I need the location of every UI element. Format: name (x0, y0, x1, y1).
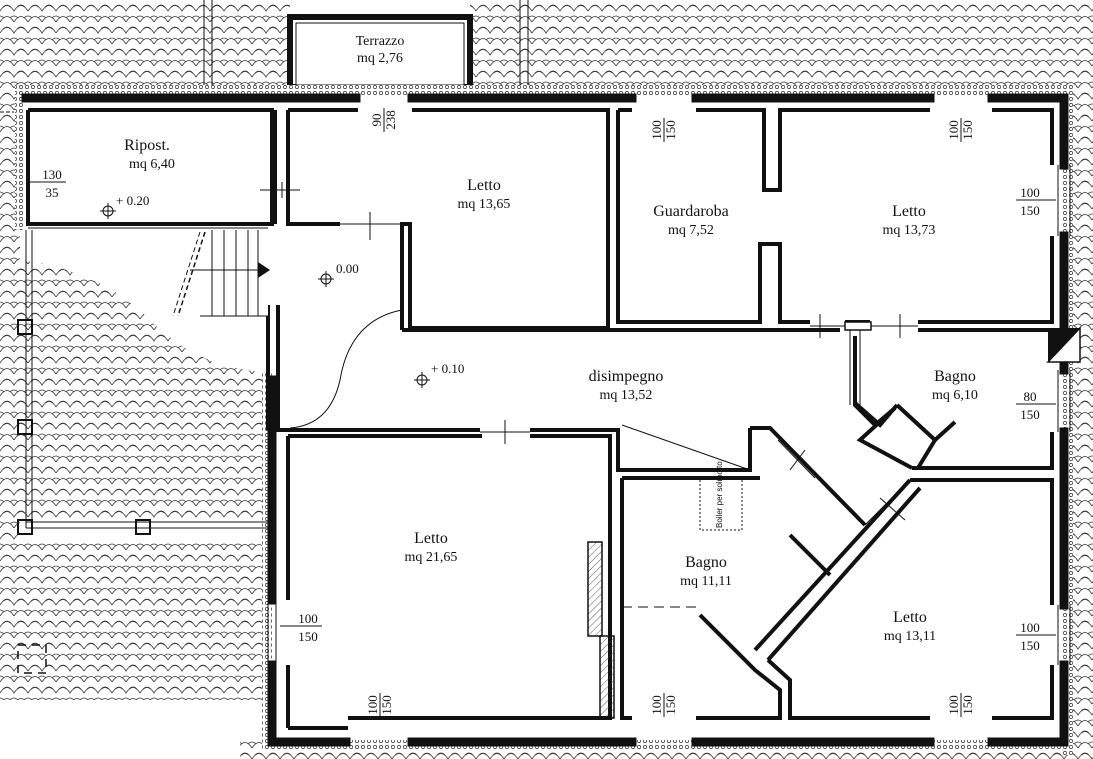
room-area-letto2: mq 13,73 (883, 223, 936, 238)
dim-letto2-right-b: 150 (1020, 203, 1040, 218)
bagno-diagonals (853, 401, 957, 470)
dim-letto4-right-a: 100 (1020, 620, 1040, 635)
level-stair: 0.00 (336, 261, 359, 276)
dim-letto4-right: 100 150 (1016, 620, 1056, 653)
room-name-bagno1: Bagno (934, 368, 976, 385)
dim-letto4-bottom-b: 150 (960, 695, 975, 715)
dim-letto4-right-b: 150 (1020, 638, 1040, 653)
dim-ripost-left-b: 35 (46, 185, 59, 200)
door-marks (260, 182, 918, 608)
dim-ripost-left-a: 130 (42, 167, 62, 182)
dim-bagno1-right-a: 80 (1024, 389, 1037, 404)
dim-letto3-left-a: 100 (298, 611, 318, 626)
boiler: Boiler per solmotto (699, 461, 743, 531)
room-area-terrazzo: mq 2,76 (357, 51, 403, 66)
door-swing (289, 309, 403, 429)
balcony-rail (17, 230, 268, 674)
dim-letto2-top-b: 150 (960, 120, 975, 140)
room-area-ripost: mq 6,40 (129, 157, 175, 172)
dim-bagno2-bottom: 100 150 (649, 693, 678, 717)
dim-letto3-left-b: 150 (298, 629, 318, 644)
room-name-letto4: Letto (893, 609, 927, 626)
level-marker-ripost: + 0.20 (100, 193, 149, 219)
room-name-letto1: Letto (467, 177, 501, 194)
dim-letto2-right: 100 150 (1016, 185, 1056, 218)
hatched-column (587, 541, 603, 637)
room-area-guardaroba: mq 7,52 (668, 223, 714, 238)
dim-ripost-left: 130 35 (30, 167, 66, 200)
walls (21, 93, 1069, 747)
dim-letto4-bottom-a: 100 (946, 695, 961, 715)
dim-letto3-bottom-b: 150 (379, 695, 394, 715)
room-name-terrazzo: Terrazzo (356, 34, 405, 49)
dim-bagno1-right: 80 150 (1016, 389, 1056, 422)
right-windows (0, 111, 1071, 665)
room-area-bagno1: mq 6,10 (932, 388, 978, 403)
room-name-bagno2: Bagno (685, 554, 727, 571)
dim-terrazzo-top: 90 (369, 114, 384, 127)
dim-letto4-bottom: 100 150 (946, 693, 975, 717)
hatched-column-2 (599, 635, 615, 719)
room-area-letto4: mq 13,11 (884, 629, 936, 644)
room-area-letto1: mq 13,65 (458, 197, 511, 212)
dim-bagno2-bottom-b: 150 (663, 695, 678, 715)
outer-wall-band (15, 85, 1073, 755)
dim-letto1-top-b: 150 (663, 120, 678, 140)
level-marker-disimpegno: + 0.10 (414, 361, 464, 388)
dim-letto2-top: 100 150 (946, 118, 975, 142)
staircase (28, 227, 270, 317)
dim-terrazzo-door: 90 238 (369, 108, 398, 132)
room-name-guardaroba: Guardaroba (653, 203, 729, 220)
upper-rails (203, 0, 529, 90)
dim-terrazzo-bottom: 238 (383, 110, 398, 130)
room-name-letto3: Letto (414, 530, 448, 547)
dim-bagno2-bottom-a: 100 (649, 695, 664, 715)
level-ripost: + 0.20 (116, 193, 149, 208)
dim-letto3-bottom: 100 150 (365, 693, 394, 717)
room-area-letto3: mq 21,65 (405, 550, 458, 565)
dim-bagno1-right-b: 150 (1020, 407, 1040, 422)
level-disimpegno: + 0.10 (431, 361, 464, 376)
door-swing-2 (621, 424, 751, 471)
room-area-bagno2: mq 11,11 (680, 574, 732, 589)
dim-letto2-right-a: 100 (1020, 185, 1040, 200)
boiler-label: Boiler per solmotto (715, 461, 724, 528)
dim-letto1-top: 100 150 (649, 118, 678, 142)
room-name-disimpegno: disimpegno (589, 368, 664, 385)
room-name-ripost: Ripost. (124, 137, 170, 154)
dim-letto2-top-a: 100 (946, 120, 961, 140)
opening-dimensions: 90 238 100 150 100 150 100 150 130 35 80… (30, 108, 1056, 717)
dim-letto3-bottom-a: 100 (365, 695, 380, 715)
dim-letto3-left: 100 150 (280, 611, 322, 644)
level-markers: + 0.20 0.00 + 0.10 (100, 193, 464, 388)
dim-letto1-top-a: 100 (649, 120, 664, 140)
room-name-letto2: Letto (892, 203, 926, 220)
room-area-disimpegno: mq 13,52 (600, 388, 653, 403)
flue-marker-2 (1046, 326, 1081, 363)
room-labels: Terrazzo mq 2,76 Ripost. mq 6,40 Letto m… (124, 34, 978, 644)
level-marker-stair: 0.00 (318, 261, 359, 287)
